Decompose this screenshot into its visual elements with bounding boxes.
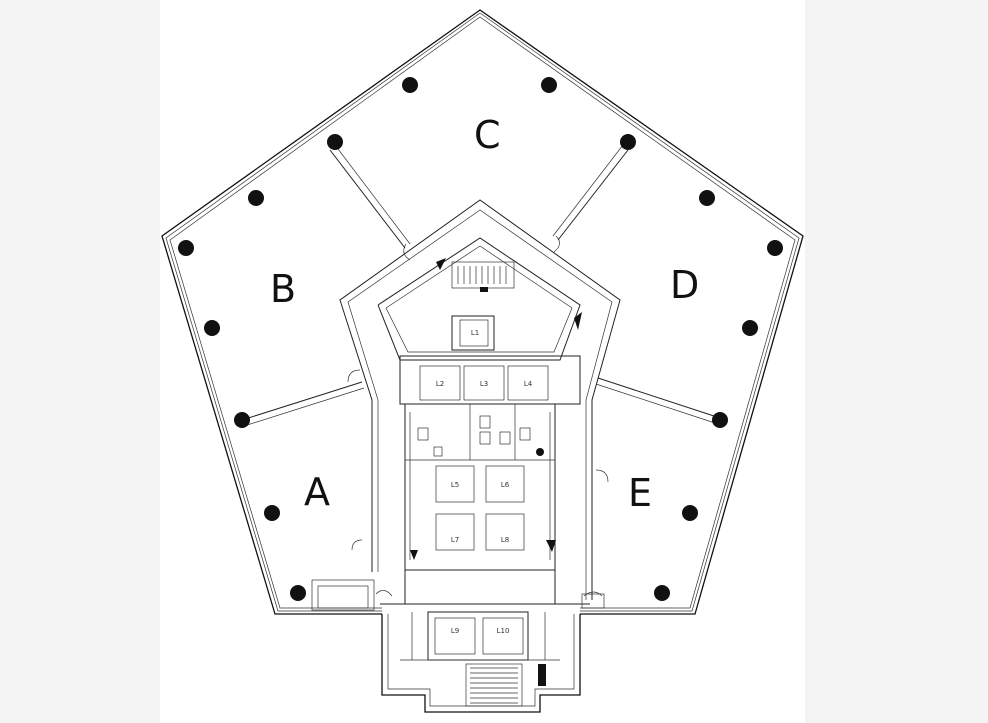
- column: [541, 77, 557, 93]
- building-facade: [161, 9, 804, 615]
- column: [204, 320, 220, 336]
- column: [654, 585, 670, 601]
- column: [327, 134, 343, 150]
- lift-label-l5: L5: [451, 481, 459, 489]
- column: [712, 412, 728, 428]
- south-core: [381, 611, 581, 713]
- zone-label-d: D: [670, 263, 699, 307]
- lift-label-l3: L3: [480, 380, 488, 388]
- lift-label-l2: L2: [436, 380, 444, 388]
- lift-label-l10: L10: [497, 627, 510, 635]
- lift-label-l8: L8: [501, 536, 509, 544]
- zone-labels: A B C D E: [270, 113, 699, 515]
- column: [742, 320, 758, 336]
- column: [682, 505, 698, 521]
- corner-rooms: [311, 579, 605, 611]
- column: [699, 190, 715, 206]
- column: [767, 240, 783, 256]
- column: [290, 585, 306, 601]
- zone-label-e: E: [628, 471, 652, 515]
- drawing-sheet: [160, 0, 805, 723]
- lift-label-l6: L6: [501, 481, 510, 489]
- column: [248, 190, 264, 206]
- structural-columns: [178, 77, 783, 601]
- lift-label-l9: L9: [451, 627, 459, 635]
- lift-label-l1: L1: [471, 329, 479, 337]
- lift-label-l7: L7: [451, 536, 459, 544]
- column: [264, 505, 280, 521]
- lift-label-l4: L4: [524, 380, 533, 388]
- column: [620, 134, 636, 150]
- column: [178, 240, 194, 256]
- core-walls: [241, 144, 721, 605]
- lift-cars: L1 L2 L3 L4 L5 L6 L7 L8 L9 L10: [419, 315, 549, 635]
- zone-label-c: C: [474, 113, 501, 157]
- zone-label-a: A: [304, 470, 330, 514]
- zone-label-b: B: [270, 267, 296, 311]
- column: [234, 412, 250, 428]
- column: [402, 77, 418, 93]
